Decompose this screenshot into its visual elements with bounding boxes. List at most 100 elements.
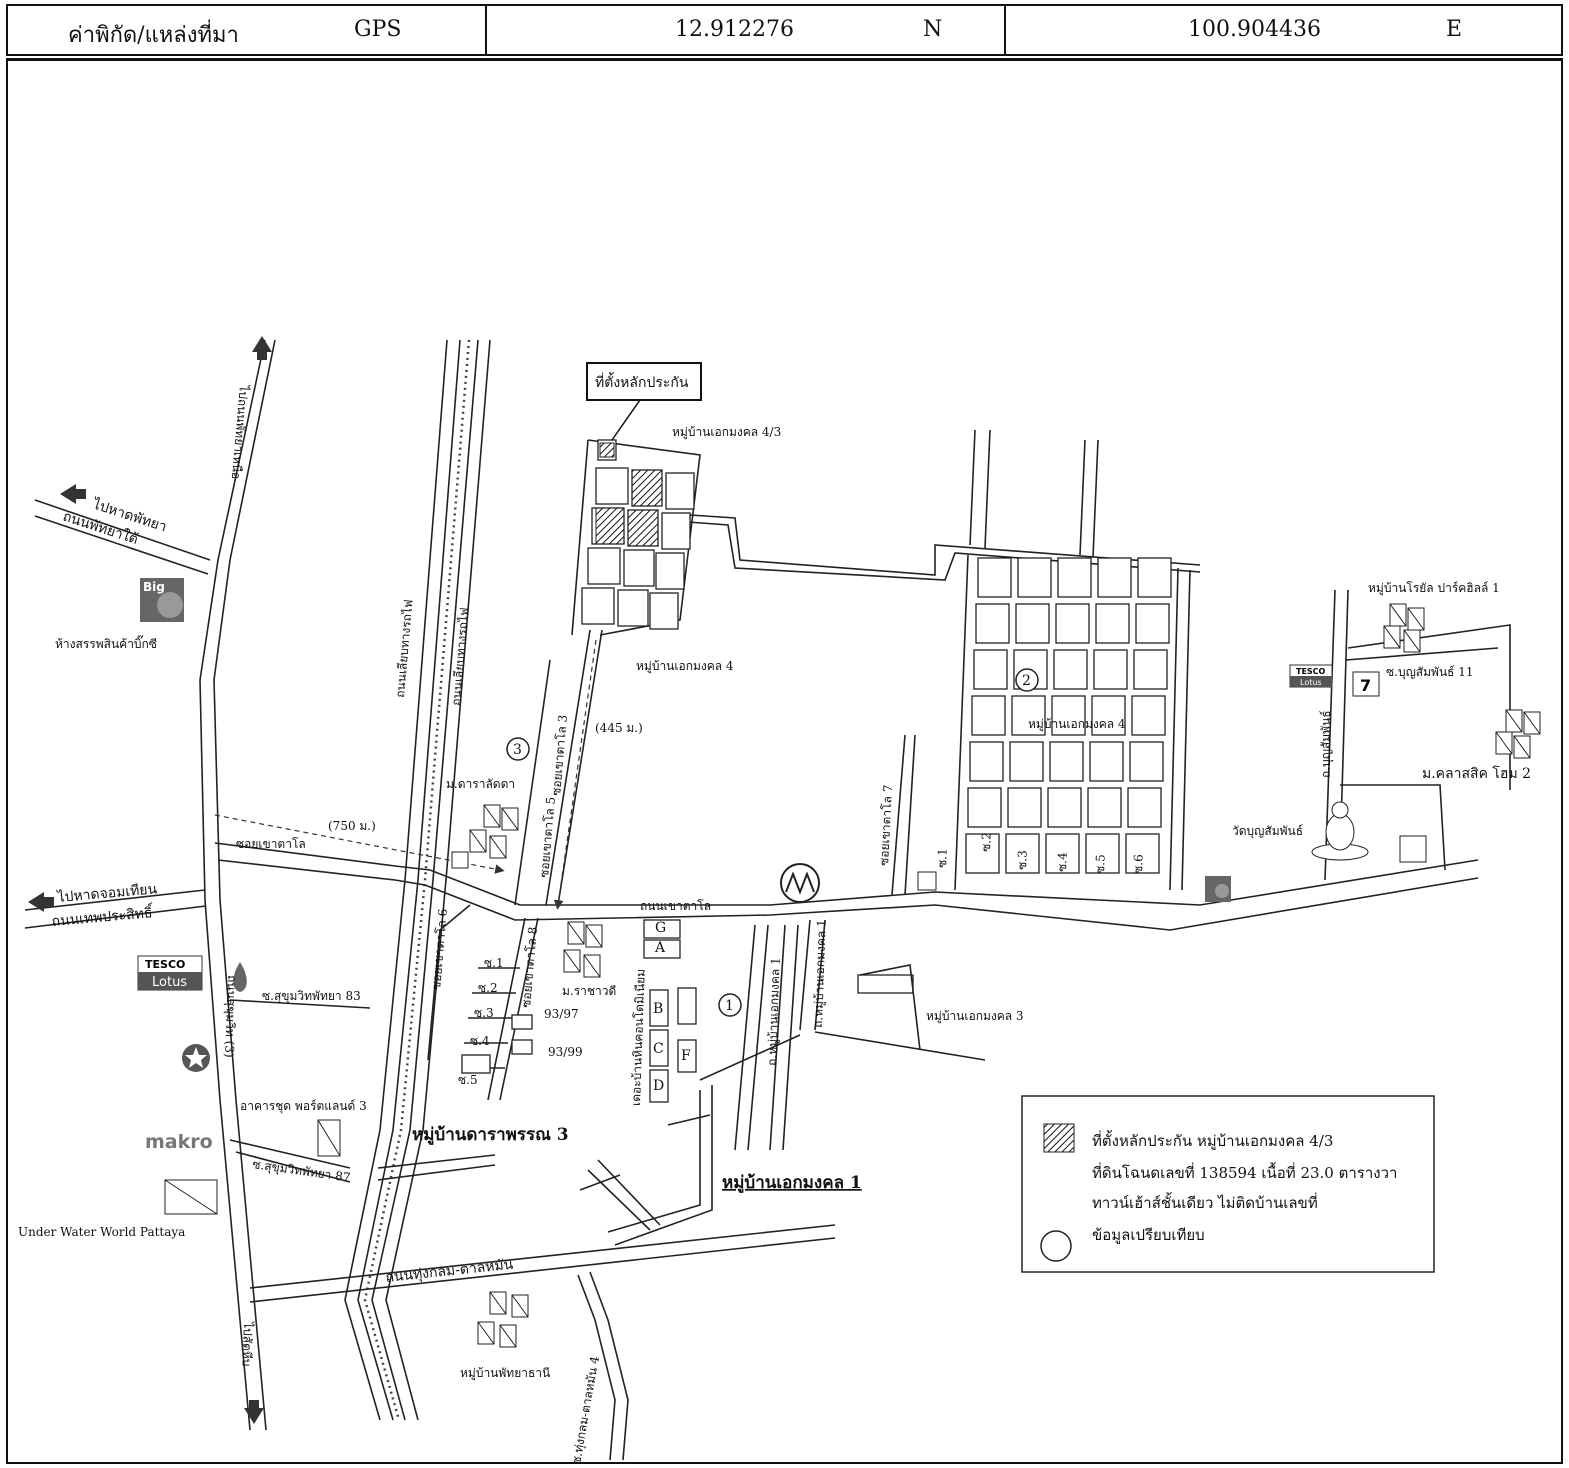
svg-text:ซอยเขาตาโล: ซอยเขาตาโล (236, 837, 306, 851)
legend-line-2: ที่ดินโฉนดเลขที่ 138594 เนื้อที่ 23.0 ตา… (1092, 1162, 1397, 1182)
grid-block (1015, 603, 1050, 644)
svg-text:ถนนเขาตาโล: ถนนเขาตาโล (640, 899, 711, 913)
svg-text:ห้างสรรพสินค้าบิ๊กซี: ห้างสรรพสินค้าบิ๊กซี (55, 635, 157, 651)
soi-khaotalo-road (214, 842, 1479, 931)
grid-block (1129, 741, 1164, 782)
house-icon-diagonal (583, 954, 601, 978)
grid-block (1095, 603, 1130, 644)
sukhumvit-sois (229, 999, 496, 1183)
svg-text:ม.ราชาวดี: ม.ราชาวดี (562, 984, 616, 998)
svg-text:ถนนทุ่งกลม-ตาลหมัน: ถนนทุ่งกลม-ตาลหมัน (385, 1257, 515, 1286)
svg-text:ซ.2: ซ.2 (979, 832, 994, 852)
house-icon-diagonal (489, 1291, 507, 1315)
svg-text:ซ.สุขุมวิทพัทยา 83: ซ.สุขุมวิทพัทยา 83 (262, 989, 361, 1004)
svg-text:ซ.ทุ่งกลม-ตาลหมัน 4: ซ.ทุ่งกลม-ตาลหมัน 4 (569, 1355, 603, 1466)
svg-text:ถ.บุญสัมพันธ์: ถ.บุญสัมพันธ์ (1319, 710, 1334, 778)
house-icons (469, 603, 1541, 1348)
svg-text:หมู่บ้านเอกมงคล 1: หมู่บ้านเอกมงคล 1 (722, 1173, 862, 1194)
svg-text:ซ.1: ซ.1 (935, 848, 950, 868)
grid-block (1007, 787, 1042, 828)
svg-text:ถนนเทพประสิทธิ์: ถนนเทพประสิทธิ์ (51, 902, 155, 930)
house-icon-diagonal (1389, 603, 1407, 627)
kasikorn-logo (780, 863, 820, 903)
longitude-value: 100.904436 (1188, 17, 1321, 42)
coordinate-header: ค่าพิกัด/แหล่งที่มา GPS 12.912276 N 100.… (6, 4, 1563, 56)
svg-text:หมู่บ้านดาราพรรณ 3: หมู่บ้านดาราพรรณ 3 (412, 1125, 569, 1146)
grid-block (1049, 741, 1084, 782)
svg-text:D: D (653, 1078, 664, 1094)
svg-text:ถ.หมู่บ้านเอกมงคล 1: ถ.หมู่บ้านเอกมงคล 1 (811, 919, 830, 1028)
ekmongkol-4-grid-roads (891, 429, 1191, 896)
source-cell: ค่าพิกัด/แหล่งที่มา GPS (8, 6, 485, 54)
legend-hatch-swatch (1043, 1123, 1075, 1153)
pattaya-tai-road (34, 499, 211, 575)
svg-text:(445 ม.): (445 ม.) (595, 721, 643, 735)
map-legend: ที่ตั้งหลักประกัน หมู่บ้านเอกมงคล 4/3 ที… (1021, 1095, 1435, 1273)
ptt-station-icon (233, 962, 247, 992)
svg-text:ซ.4: ซ.4 (470, 1034, 490, 1048)
svg-text:ซ.4: ซ.4 (1055, 852, 1070, 872)
svg-text:หมู่บ้านพัทยาธานี: หมู่บ้านพัทยาธานี (460, 1366, 550, 1381)
direction-arrows (28, 336, 272, 1424)
condo-blocks (461, 919, 697, 1103)
svg-text:วัดบุญสัมพันธ์: วัดบุญสัมพันธ์ (1232, 824, 1303, 839)
house-icon-diagonal (567, 921, 585, 945)
svg-text:ซอยเขาตาโล 8: ซอยเขาตาโล 8 (519, 926, 540, 1008)
svg-text:ซ.3: ซ.3 (1015, 850, 1030, 870)
svg-text:3: 3 (513, 742, 522, 758)
svg-text:ซ.6: ซ.6 (1131, 854, 1146, 874)
comparable-markers: 1 2 3 (506, 668, 1039, 1017)
svg-text:1: 1 (725, 998, 734, 1014)
grid-block (1127, 787, 1162, 828)
svg-text:ไปสัตหีบ: ไปสัตหีบ (239, 1321, 255, 1367)
distance-750-line (214, 814, 505, 874)
legend-line-4: ข้อมูลเปรียบเทียบ (1092, 1226, 1205, 1244)
svg-text:ซอยเขาตาโล 3: ซอยเขาตาโล 3 (549, 714, 570, 796)
svg-text:หมู่บ้านโรยัล ปาร์คฮิลล์ 1: หมู่บ้านโรยัล ปาร์คฮิลล์ 1 (1368, 581, 1500, 596)
grid-block (1053, 649, 1088, 690)
svg-text:TESCO: TESCO (145, 958, 185, 971)
grid-block (1011, 695, 1046, 736)
map-labels: หมู่บ้านเอกมงคล 4/3 หมู่บ้านเอกมงคล 4 หม… (18, 384, 1531, 1466)
portland-condo-icon (317, 1119, 341, 1157)
grid-block (973, 649, 1008, 690)
source-value: GPS (354, 17, 402, 42)
svg-text:ไปถนนพัทยาเหนือ: ไปถนนพัทยาเหนือ (229, 384, 251, 480)
ekmongkol-1-roads (579, 919, 986, 1246)
grid-block (1047, 787, 1082, 828)
star-station-icon (182, 1044, 210, 1072)
grid-block (975, 603, 1010, 644)
grid-block (971, 695, 1006, 736)
grid-block (1135, 603, 1170, 644)
house-icon-diagonal (477, 1321, 495, 1345)
source-label: ค่าพิกัด/แหล่งที่มา (68, 23, 239, 48)
house-icon-diagonal (489, 835, 507, 859)
grid-block (1005, 833, 1040, 874)
grid-block (1091, 695, 1126, 736)
house-icon-diagonal (1407, 607, 1425, 631)
grid-block (977, 557, 1012, 598)
svg-text:หมู่บ้านเอกมงคล 4: หมู่บ้านเอกมงคล 4 (1028, 717, 1126, 732)
house-icon-diagonal (483, 804, 501, 828)
svg-text:Lotus: Lotus (1300, 678, 1322, 687)
svg-text:ม.ดาราลัดดา: ม.ดาราลัดดา (446, 777, 515, 791)
big-c-logo: Big (140, 578, 184, 622)
latitude-value: 12.912276 (675, 17, 794, 42)
svg-text:ถ.หมู่บ้านเอกมงคล 1: ถ.หมู่บ้านเอกมงคล 1 (765, 957, 784, 1066)
grid-block (1055, 603, 1090, 644)
railway-roads (344, 339, 491, 1421)
svg-text:ซ.3: ซ.3 (474, 1006, 494, 1020)
svg-text:ซอยเขาตาโล 6: ซอยเขาตาโล 6 (429, 908, 450, 990)
svg-text:หมู่บ้านเอกมงคล 4/3: หมู่บ้านเอกมงคล 4/3 (672, 425, 781, 440)
svg-text:ซ.2: ซ.2 (478, 981, 498, 995)
svg-text:Big: Big (143, 580, 165, 594)
svg-text:ถนนเลียบทางรถไฟ: ถนนเลียบทางรถไฟ (449, 607, 472, 706)
grid-block (1093, 649, 1128, 690)
thepprasit-road (24, 889, 207, 929)
grid-block (1009, 741, 1044, 782)
house-icon-diagonal (469, 829, 487, 853)
svg-text:ซอยเขาตาโล 5: ซอยเขาตาโล 5 (537, 796, 558, 878)
house-icon-diagonal (1403, 629, 1421, 653)
svg-text:93/97: 93/97 (544, 1007, 579, 1021)
